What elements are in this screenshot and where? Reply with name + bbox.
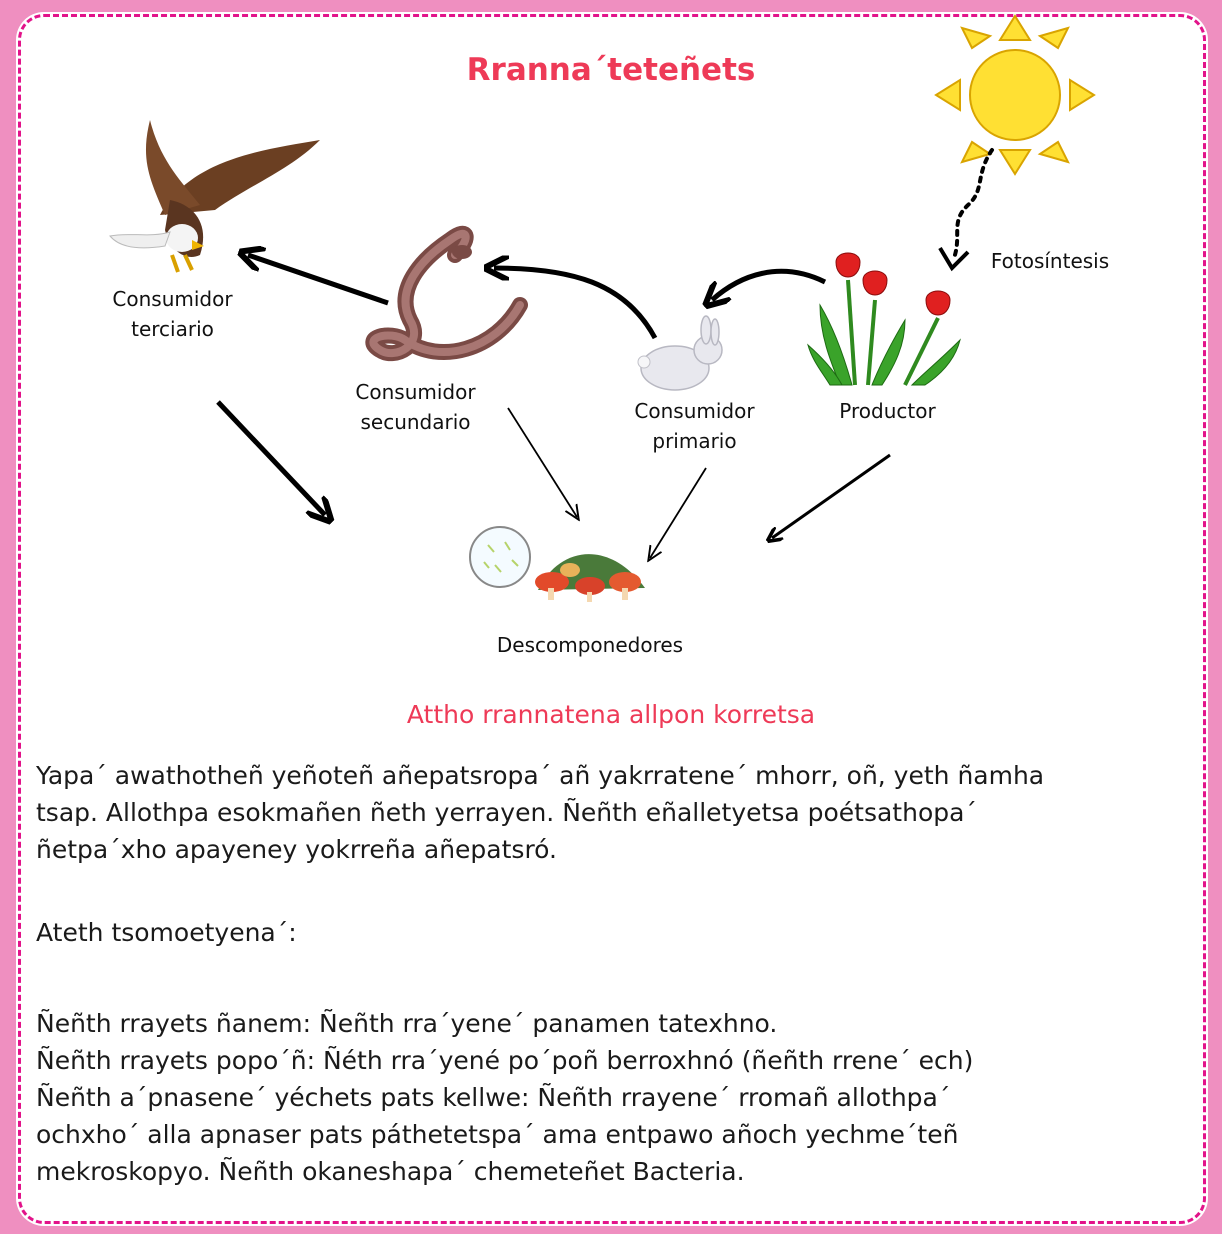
arrow-producer-to-primary: [712, 271, 825, 300]
decomposers-icon: [470, 527, 645, 602]
arrow-tertiary-to-decomposers: [218, 402, 325, 515]
arrow-primary-to-decomposers: [650, 468, 706, 558]
eagle-icon: [110, 120, 320, 272]
list-item-3-line-2: ochxho´ alla apnaser pats páthetetspa´ a…: [36, 1116, 1196, 1153]
paragraph-1-line-3: ñetpa´xho apayeney yokrreña añepatsró.: [36, 831, 1196, 868]
label-tertiary-line1: Consumidor: [90, 284, 255, 314]
section-subtitle: Attho rrannatena allpon korretsa: [0, 700, 1222, 729]
arrow-secondary-to-tertiary: [248, 255, 388, 303]
paragraph-1-line-2: tsap. Allothpa esokmañen ñeth yerrayen. …: [36, 794, 1196, 831]
arrow-secondary-to-decomposers: [508, 408, 577, 517]
tulips-icon: [808, 253, 960, 385]
label-primary-line1: Consumidor: [612, 396, 777, 426]
types-list: Ñeñth rrayets ñanem: Ñeñth rra´yene´ pan…: [36, 1005, 1196, 1190]
list-item-3-line-1: Ñeñth a´pnasene´ yéchets pats kellwe: Ñe…: [36, 1079, 1196, 1116]
snake-icon: [373, 234, 520, 353]
list-item-2: Ñeñth rrayets popo´ñ: Ñéth rra´yené po´p…: [36, 1042, 1196, 1079]
label-primary-consumer: Consumidor primario: [612, 396, 777, 456]
paragraph-1-line-1: Yapa´ awathotheñ yeñoteñ añepatsropa´ añ…: [36, 757, 1196, 794]
paragraph-1: Yapa´ awathotheñ yeñoteñ añepatsropa´ añ…: [36, 757, 1196, 868]
sun-icon: [936, 16, 1094, 174]
photosynthesis-arrow: [954, 150, 992, 258]
label-primary-line2: primario: [612, 426, 777, 456]
label-secondary-line1: Consumidor: [333, 377, 498, 407]
label-tertiary-line2: terciario: [90, 314, 255, 344]
list-item-1: Ñeñth rrayets ñanem: Ñeñth rra´yene´ pan…: [36, 1005, 1196, 1042]
label-producer: Productor: [815, 396, 960, 426]
label-photosynthesis: Fotosíntesis: [975, 246, 1125, 276]
label-decomposers: Descomponedores: [470, 630, 710, 660]
intro-line: Ateth tsomoetyena´:: [36, 914, 1196, 951]
label-secondary-consumer: Consumidor secundario: [333, 377, 498, 437]
label-secondary-line2: secundario: [333, 407, 498, 437]
label-tertiary-consumer: Consumidor terciario: [90, 284, 255, 344]
arrow-producer-to-decomposers: [772, 455, 890, 538]
list-item-3-line-3: mekroskopyo. Ñeñth okaneshapa´ chemeteñe…: [36, 1153, 1196, 1190]
